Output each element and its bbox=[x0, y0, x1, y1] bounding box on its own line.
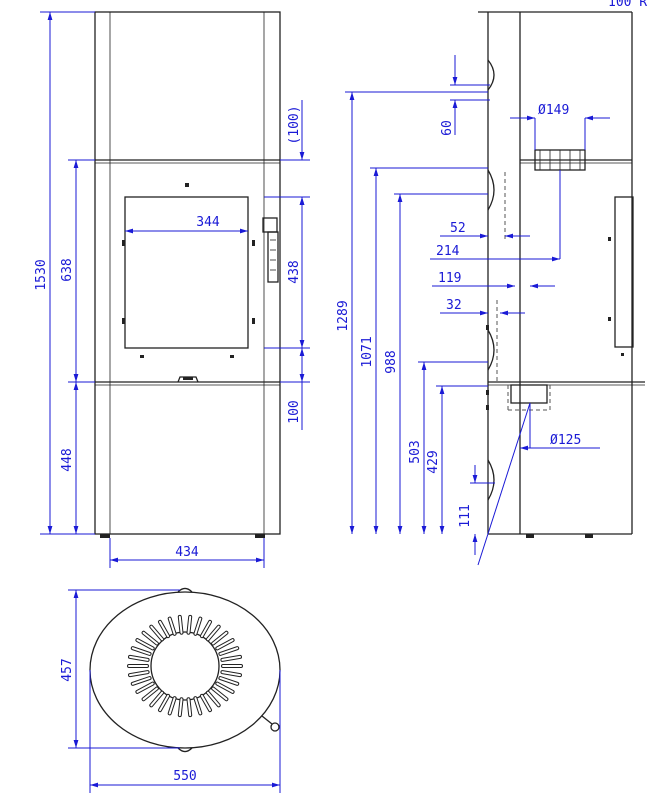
dim-429: 429 bbox=[426, 450, 441, 473]
rear-flue-outlet bbox=[510, 384, 548, 404]
vent-slot-inner bbox=[159, 694, 170, 712]
dim-438: 438 bbox=[287, 260, 302, 283]
front-curve-3 bbox=[487, 329, 495, 371]
vent-slot-inner bbox=[200, 694, 211, 712]
front-curve-2 bbox=[487, 169, 495, 211]
vent-slot-inner bbox=[136, 639, 154, 650]
stove-body-outline bbox=[94, 11, 281, 535]
left-foot bbox=[100, 534, 110, 538]
vent-slot-inner bbox=[150, 691, 164, 707]
dim-111: 111 bbox=[458, 504, 473, 527]
vent-slot-inner bbox=[212, 631, 228, 645]
dim-d149: Ø149 bbox=[538, 103, 569, 118]
top-dimensions: 457 550 bbox=[60, 589, 281, 793]
dim-638: 638 bbox=[60, 258, 75, 281]
dim-52: 52 bbox=[450, 221, 466, 236]
side-dimensions: 100 R 60 Ø149 1289 1071 988 503 429 52 2… bbox=[336, 0, 647, 566]
vent-slot-inner bbox=[221, 655, 241, 661]
dim-100-bottom: 100 bbox=[287, 400, 302, 423]
dim-1289: 1289 bbox=[336, 300, 351, 331]
side-view bbox=[478, 11, 645, 538]
top-view bbox=[89, 587, 281, 753]
front-view bbox=[94, 11, 281, 538]
vent-slot-inner bbox=[142, 687, 158, 701]
top-vent-mark bbox=[185, 183, 189, 187]
vent-slot-inner bbox=[178, 615, 183, 634]
dim-457: 457 bbox=[60, 658, 75, 681]
dim-1071: 1071 bbox=[360, 336, 375, 367]
ash-grate-control bbox=[177, 376, 199, 383]
vent-slot-inner bbox=[168, 617, 176, 635]
dim-448: 448 bbox=[60, 448, 75, 471]
bottom-knob bbox=[177, 747, 193, 753]
door-foot-1 bbox=[140, 355, 144, 358]
vent-slot-inner bbox=[168, 697, 176, 715]
dim-503: 503 bbox=[408, 440, 423, 463]
door-hinge-2 bbox=[122, 318, 125, 324]
front-dimensions: 1530 638 448 434 344 (100) 438 100 bbox=[34, 11, 310, 568]
dim-60: 60 bbox=[440, 120, 455, 136]
vent-slot-inner bbox=[131, 677, 151, 685]
vent-slot-inner bbox=[194, 697, 202, 715]
flue-collar bbox=[150, 631, 220, 701]
vent-slot-inner bbox=[221, 671, 241, 677]
vent-slot-inner bbox=[187, 698, 192, 717]
top-plate-outline bbox=[89, 591, 281, 749]
door-latch-1 bbox=[252, 240, 255, 246]
vent-slot-inner bbox=[206, 625, 220, 641]
vent-slot-inner bbox=[187, 615, 192, 634]
vent-slot-inner bbox=[159, 620, 170, 638]
dim-344: 344 bbox=[196, 215, 220, 230]
right-foot bbox=[255, 534, 265, 538]
vent-slots bbox=[127, 614, 243, 718]
vent-slot-inner bbox=[129, 655, 149, 661]
vent-slot-inner bbox=[131, 647, 151, 655]
dim-119: 119 bbox=[438, 271, 461, 286]
vent-slot-inner bbox=[129, 671, 149, 677]
dim-100-top: (100) bbox=[287, 105, 302, 144]
door-latch-2 bbox=[252, 318, 255, 324]
vent-slot-inner bbox=[194, 617, 202, 635]
dim-1530: 1530 bbox=[34, 259, 49, 290]
side-door-edge bbox=[614, 196, 634, 348]
dim-corner-label: 100 R bbox=[608, 0, 647, 10]
vent-slot-inner bbox=[219, 647, 239, 655]
front-curve-4 bbox=[487, 459, 495, 501]
dim-988: 988 bbox=[384, 350, 399, 373]
door-foot-2 bbox=[230, 355, 234, 358]
vent-slot-inner bbox=[216, 639, 234, 650]
vent-slot-inner bbox=[219, 677, 239, 685]
door-window bbox=[124, 196, 249, 349]
side-foot-2 bbox=[585, 534, 593, 538]
vent-slot-inner bbox=[150, 625, 164, 641]
vent-slot-inner bbox=[136, 682, 154, 693]
top-knob bbox=[177, 587, 193, 593]
vent-slot-inner bbox=[212, 687, 228, 701]
vent-slot-inner bbox=[206, 691, 220, 707]
door-handle bbox=[262, 217, 279, 283]
vent-slot-inner bbox=[178, 698, 183, 717]
dim-d125: Ø125 bbox=[550, 433, 581, 448]
handle-pivot bbox=[270, 722, 280, 732]
dim-434: 434 bbox=[175, 545, 199, 560]
dim-550: 550 bbox=[173, 769, 196, 784]
dim-214: 214 bbox=[436, 244, 460, 259]
door-hinge-1 bbox=[122, 240, 125, 246]
vent-slot-inner bbox=[142, 631, 158, 645]
vent-slot-inner bbox=[216, 682, 234, 693]
dim-32: 32 bbox=[446, 298, 462, 313]
side-foot-1 bbox=[526, 534, 534, 538]
front-curve-1 bbox=[487, 59, 495, 91]
vent-slot-inner bbox=[200, 620, 211, 638]
